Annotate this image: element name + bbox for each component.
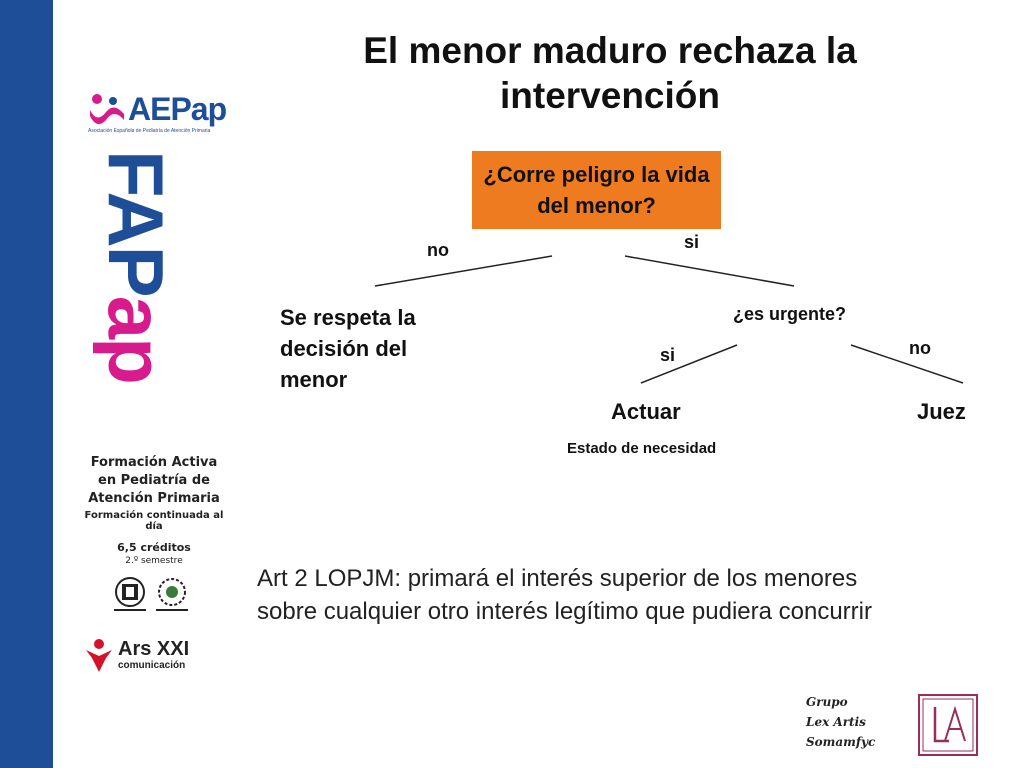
ars-logo-subtitle: comunicación	[118, 660, 186, 671]
catalan-school-seal-icon	[156, 578, 188, 611]
urgent-no-label: no	[909, 338, 931, 358]
judge-label: Juez	[917, 399, 966, 424]
article-line-1: Art 2 LOPJM: primará el interés superior…	[257, 565, 858, 592]
formation-commission-seal-icon	[114, 577, 146, 611]
branch-si-label: si	[684, 232, 700, 252]
aepap-figure-icon	[90, 94, 124, 125]
credits-text: 6,5 créditos	[117, 541, 191, 554]
ars-xxi-logo: Ars XXI comunicación	[84, 636, 224, 676]
lex-artis-logo-icon	[918, 694, 978, 756]
respect-decision-text: Se respeta la decisión del menor	[280, 305, 416, 392]
ars-logo-text: Ars XXI	[118, 638, 190, 660]
group-credit: Grupo Lex Artis Somamfyc	[806, 692, 875, 752]
branch-si-line	[624, 255, 795, 287]
article-text: Art 2 LOPJM: primará el interés superior…	[257, 562, 872, 628]
urgent-si-label: si	[660, 345, 676, 365]
semester-text: 2.º semestre	[125, 556, 183, 566]
urgent-si-line	[640, 344, 738, 384]
aepap-subtitle: Asociación Española de Pediatría de Aten…	[88, 128, 211, 134]
group-line-1: Grupo	[806, 695, 848, 709]
sidebar-accent-bar	[0, 0, 53, 768]
ars-figure-icon	[86, 639, 112, 672]
course-subtitle: Formación continuada al día	[84, 510, 224, 532]
article-line-2: sobre cualquier otro interés legítimo qu…	[257, 598, 872, 625]
branch-no-label: no	[427, 240, 449, 260]
act-label: Actuar	[611, 399, 681, 424]
group-line-2: Lex Artis	[806, 715, 866, 729]
branch-no-line	[374, 255, 553, 287]
aepap-logo: AEPap Asociación Española de Pediatría d…	[88, 90, 228, 136]
urgent-no-line	[850, 344, 964, 384]
course-info: Formación Activa en Pediatría de Atenció…	[80, 454, 228, 567]
course-credits: 6,5 créditos 2.º semestre	[80, 542, 228, 567]
course-title: Formación Activa en Pediatría de Atenció…	[88, 455, 220, 506]
necessity-note: Estado de necesidad	[567, 440, 717, 457]
urgent-question: ¿es urgente?	[733, 304, 847, 324]
group-line-3: Somamfyc	[806, 735, 876, 749]
aepap-logo-text: AEPap	[128, 91, 227, 127]
danger-question-box: ¿Corre peligro la vida del menor?	[472, 151, 721, 229]
slide-title: El menor maduro rechaza la intervención	[363, 30, 857, 116]
